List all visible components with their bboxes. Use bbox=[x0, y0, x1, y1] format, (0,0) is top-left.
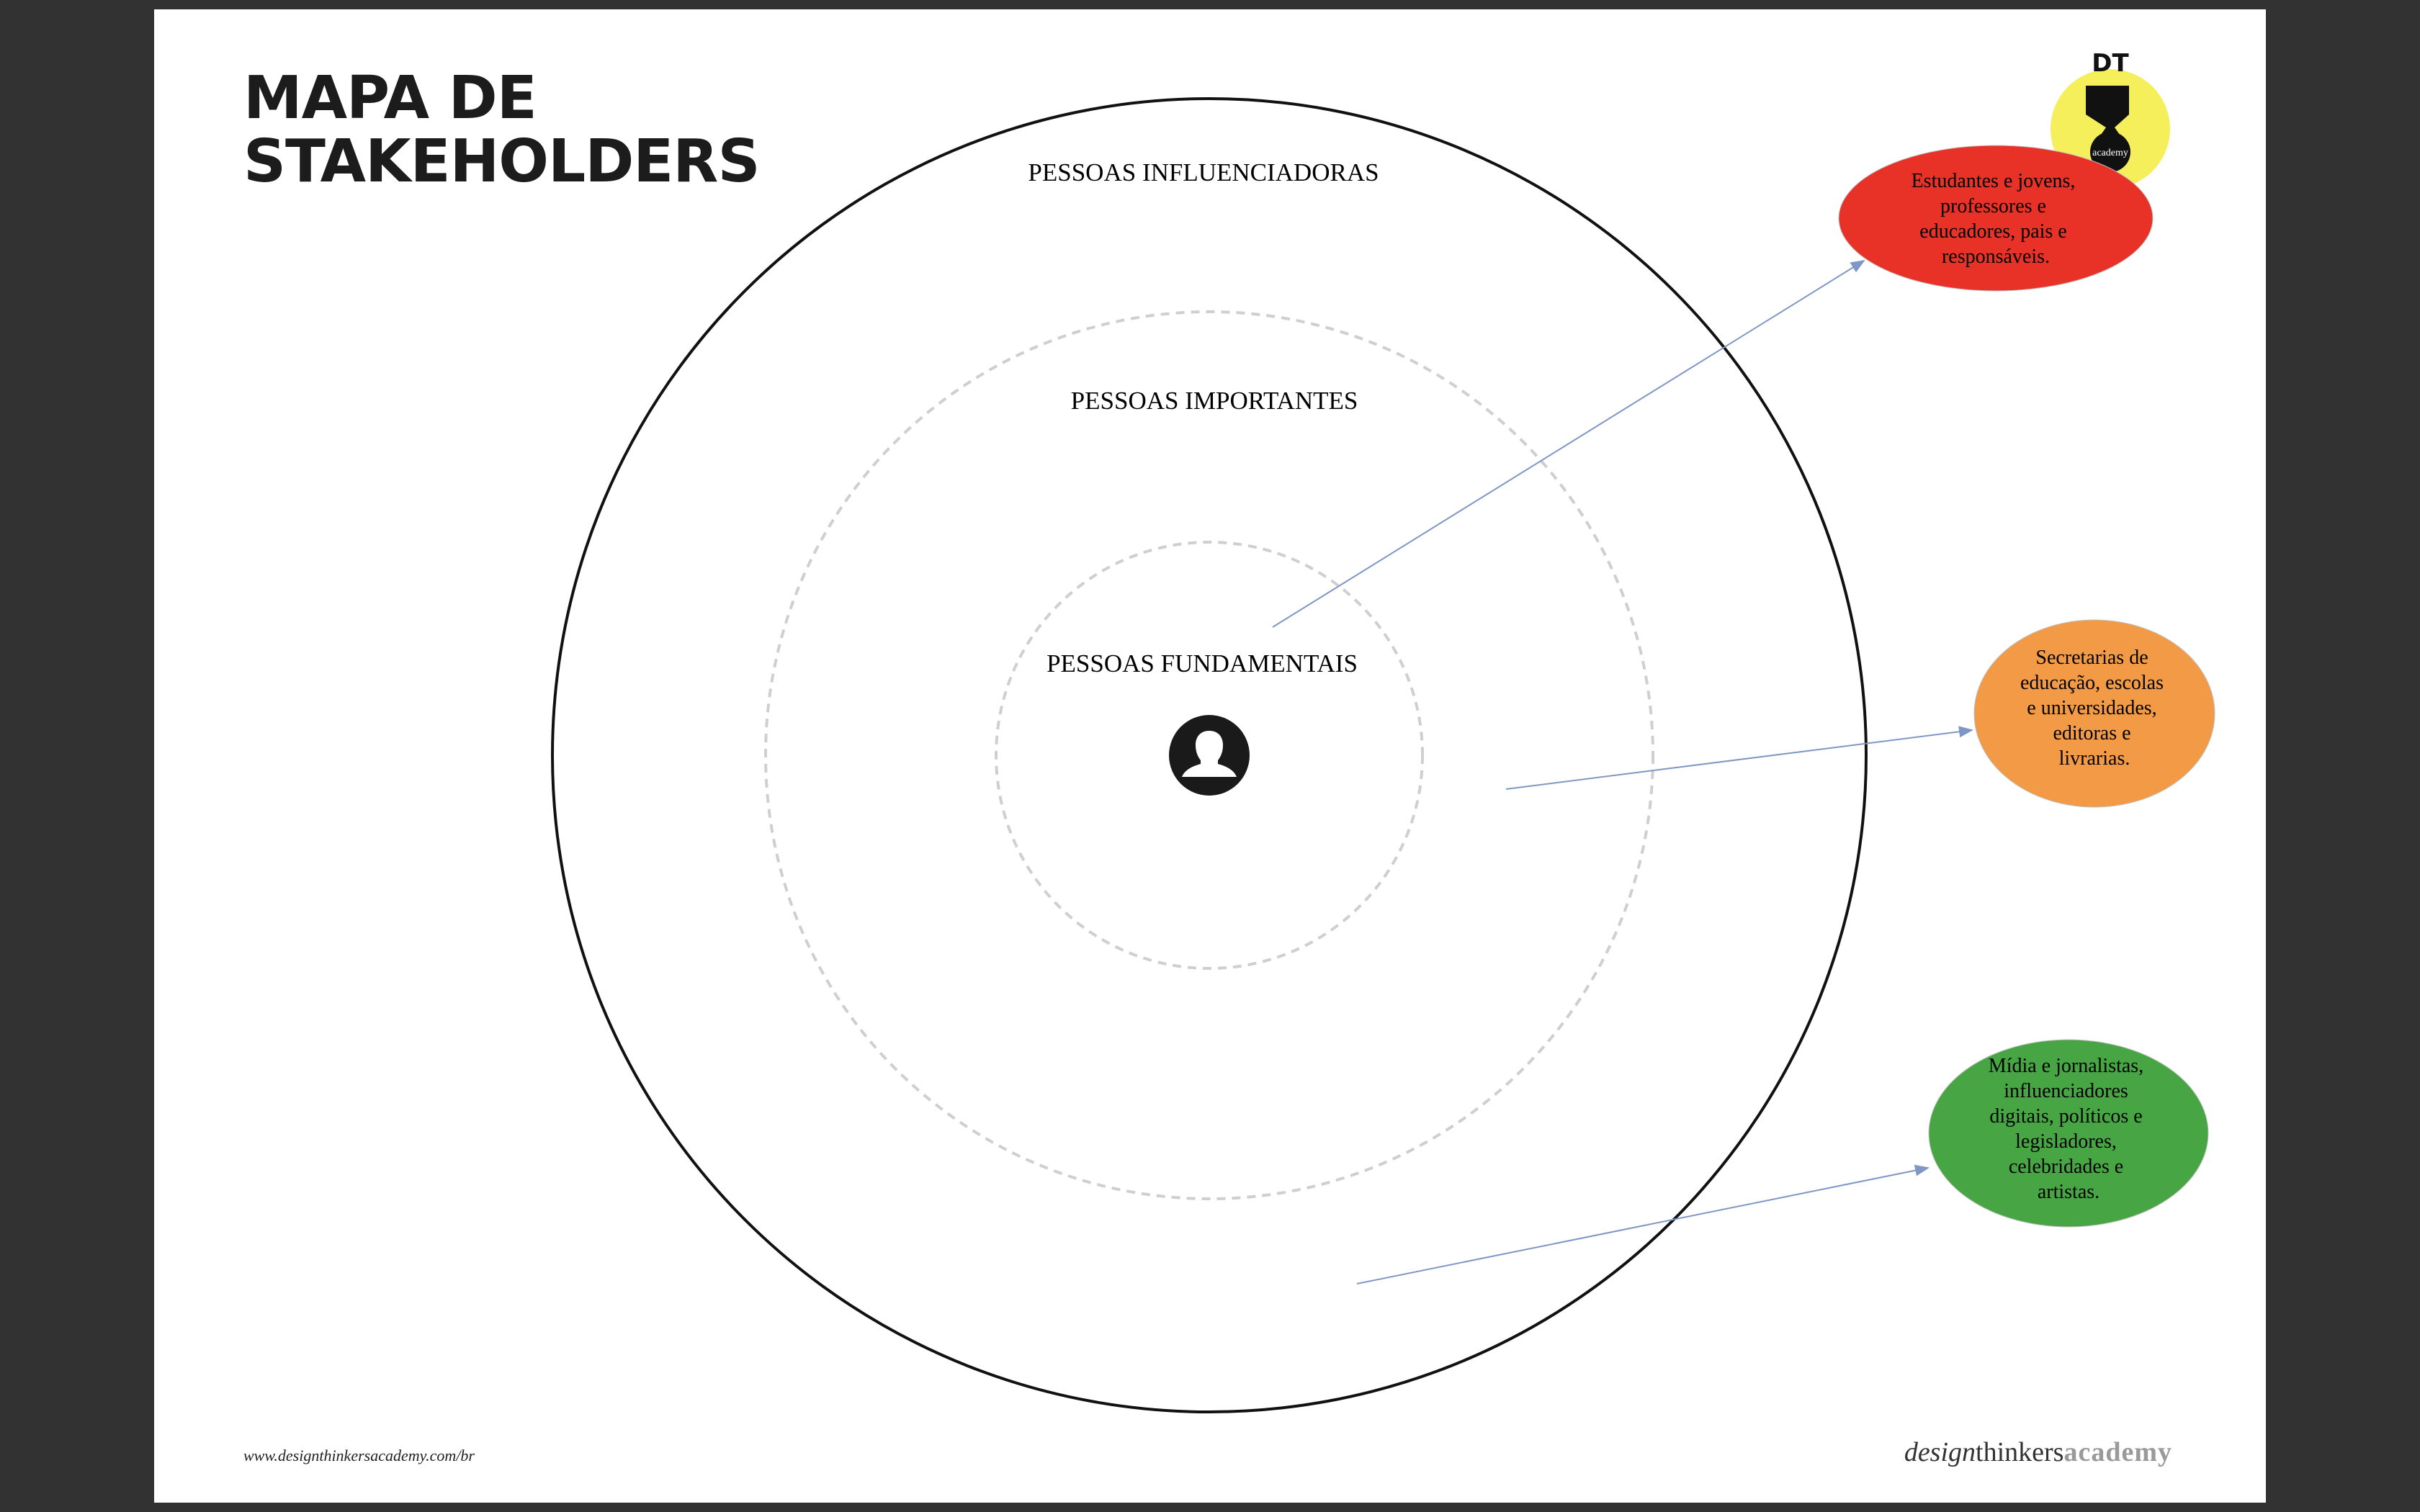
brand-part-thinkers: thinkers bbox=[1976, 1437, 2064, 1467]
footer-url: www.designthinkersacademy.com/br bbox=[243, 1446, 475, 1464]
bubble-media-shape bbox=[1928, 1039, 2209, 1228]
canvas-page: MAPA DE STAKEHOLDERS PESSOAS INFLUENCIAD… bbox=[154, 9, 2266, 1503]
svg-text:Mídia e jornalistas, i: Mídia e jornalistas, influenciadores dig… bbox=[1989, 1055, 2148, 1203]
connector-arrow-1 bbox=[1272, 259, 1865, 628]
stakeholder-diagram: PESSOAS INFLUENCIADORAS PESSOAS IMPORTAN… bbox=[551, 49, 2215, 1413]
logo-letters: DT bbox=[2092, 49, 2129, 78]
bubble-media-line-2: influenciadores bbox=[2004, 1080, 2128, 1102]
bubble-students-line-2: professores e bbox=[1940, 195, 2046, 217]
svg-text:Estudantes e jovens, p: Estudantes e jovens, professores e educa… bbox=[1912, 170, 2081, 268]
bubble-students-line-1: Estudantes e jovens, bbox=[1912, 170, 2076, 192]
bubble-media-line-5: celebridades e bbox=[2009, 1156, 2123, 1178]
bubble-institutions-line-3: e universidades, bbox=[2027, 697, 2156, 719]
person-icon bbox=[1169, 715, 1250, 796]
brand-part-design: design bbox=[1904, 1437, 1976, 1467]
middle-ring-label: PESSOAS IMPORTANTES bbox=[1071, 387, 1358, 415]
logo-sub: academy bbox=[2092, 148, 2128, 158]
outer-ring-label: PESSOAS INFLUENCIADORAS bbox=[1028, 158, 1379, 186]
brand-wordmark: designthinkersacademy bbox=[1904, 1436, 2172, 1468]
bubble-institutions-line-4: editoras e bbox=[2053, 722, 2130, 744]
bubble-institutions-shape bbox=[1973, 619, 2215, 808]
inner-ring bbox=[995, 541, 1424, 970]
bubble-institutions-line-1: Secretarias de bbox=[2035, 647, 2148, 669]
bubble-media-line-3: digitais, políticos e bbox=[1989, 1105, 2142, 1128]
bubble-students: Estudantes e jovens, professores e educa… bbox=[1838, 145, 2154, 292]
bubble-students-line-4: responsáveis. bbox=[1942, 246, 2050, 268]
inner-ring-label: PESSOAS FUNDAMENTAIS bbox=[1047, 649, 1358, 678]
svg-text:Secretarias de educaçã: Secretarias de educação, escolas e unive… bbox=[2020, 647, 2169, 770]
bubble-institutions-line-2: educação, escolas bbox=[2020, 672, 2164, 694]
outer-ring bbox=[551, 97, 1868, 1413]
title-line-1: MAPA DE bbox=[243, 64, 537, 132]
brand-part-academy: academy bbox=[2063, 1437, 2172, 1467]
bubble-media-line-6: artistas. bbox=[2038, 1181, 2099, 1203]
connector-arrow-2 bbox=[1505, 726, 1973, 790]
title-line-2: STAKEHOLDERS bbox=[243, 127, 761, 196]
bubble-students-shape bbox=[1838, 145, 2154, 292]
bubble-students-line-3: educadores, pais e bbox=[1919, 220, 2066, 243]
bubble-institutions-line-5: livrarias. bbox=[2059, 747, 2130, 770]
bubble-media-line-1: Mídia e jornalistas, bbox=[1989, 1055, 2143, 1077]
page-title: MAPA DE STAKEHOLDERS bbox=[243, 64, 761, 196]
bubble-institutions: Secretarias de educação, escolas e unive… bbox=[1973, 619, 2215, 808]
bubble-media: Mídia e jornalistas, influenciadores dig… bbox=[1928, 1039, 2209, 1228]
connector-arrow-3 bbox=[1356, 1164, 1930, 1284]
bubble-media-line-4: legisladores, bbox=[2015, 1130, 2117, 1153]
middle-ring bbox=[764, 310, 1654, 1200]
